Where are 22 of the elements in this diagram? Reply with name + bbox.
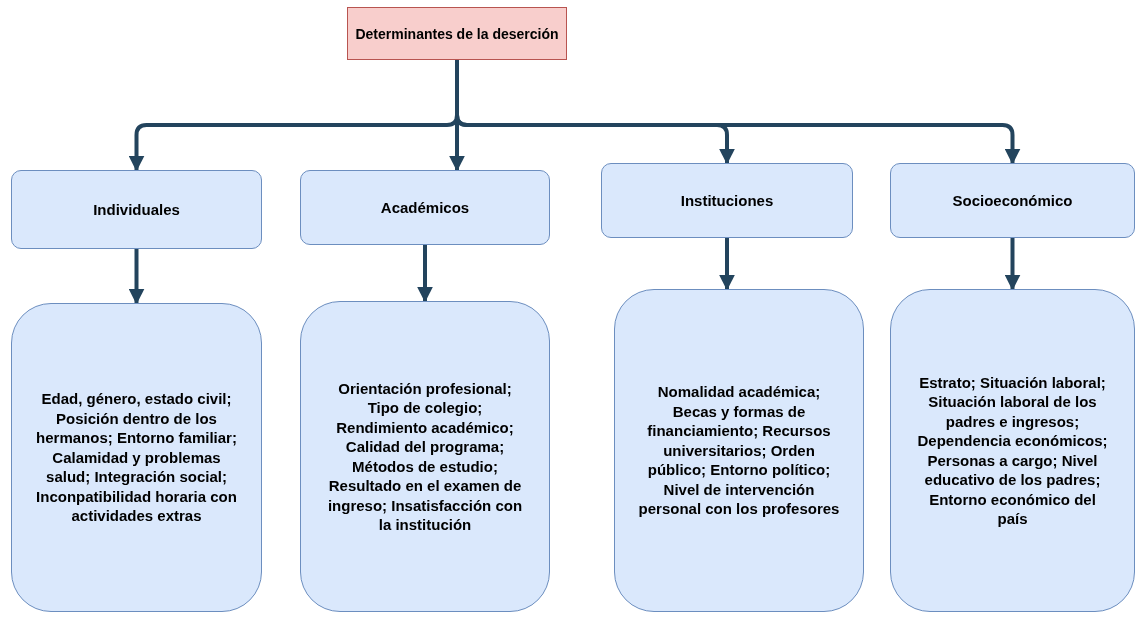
factor-list-box (11, 303, 262, 612)
heading-text: Socioeconómico (952, 192, 1073, 209)
factor-list-box (890, 289, 1135, 612)
factor-list-text: Edad, género, estado civil; Posición dentro de los hermanos; Entorno familiar; Calamidad y problemas salud; Integración social; Inconpatibilidad horaria con actividades extras (35, 389, 238, 526)
heading-text: Individuales (93, 201, 180, 218)
heading-text: Determinantes de la deserción (355, 25, 559, 42)
arrow (417, 245, 433, 303)
factor-list-text: Estrato; Situación laboral; Situación laboral de los padres e ingresos; Dependencia económicos; Personas a cargo; Nivel educativo de los padres; Entorno económico del país (916, 372, 1109, 529)
heading-text: Académicos (380, 199, 470, 216)
factor-list-box (614, 289, 864, 612)
factor-list-text: Orientación profesional; Tipo de colegio; Rendimiento académico; Calidad del programa; Métodos de estudio; Resultado en el examen de ingreso; Insatisfacción con la institución (326, 378, 524, 535)
heading-text: Instituciones (680, 192, 774, 209)
arrow (719, 238, 735, 291)
category-box (601, 163, 853, 238)
arrow (128, 249, 145, 305)
factor-list-text: Nomalidad académica; Becas y formas de financiamiento; Recursos universitarios; Orden público; Entorno político; Nivel de intervención personal con los profesores (637, 382, 841, 519)
category-box (300, 170, 550, 245)
factor-list-box (300, 301, 550, 612)
arrow (1004, 238, 1021, 291)
category-box (890, 163, 1135, 238)
title-box (347, 7, 567, 60)
category-box (11, 170, 262, 249)
